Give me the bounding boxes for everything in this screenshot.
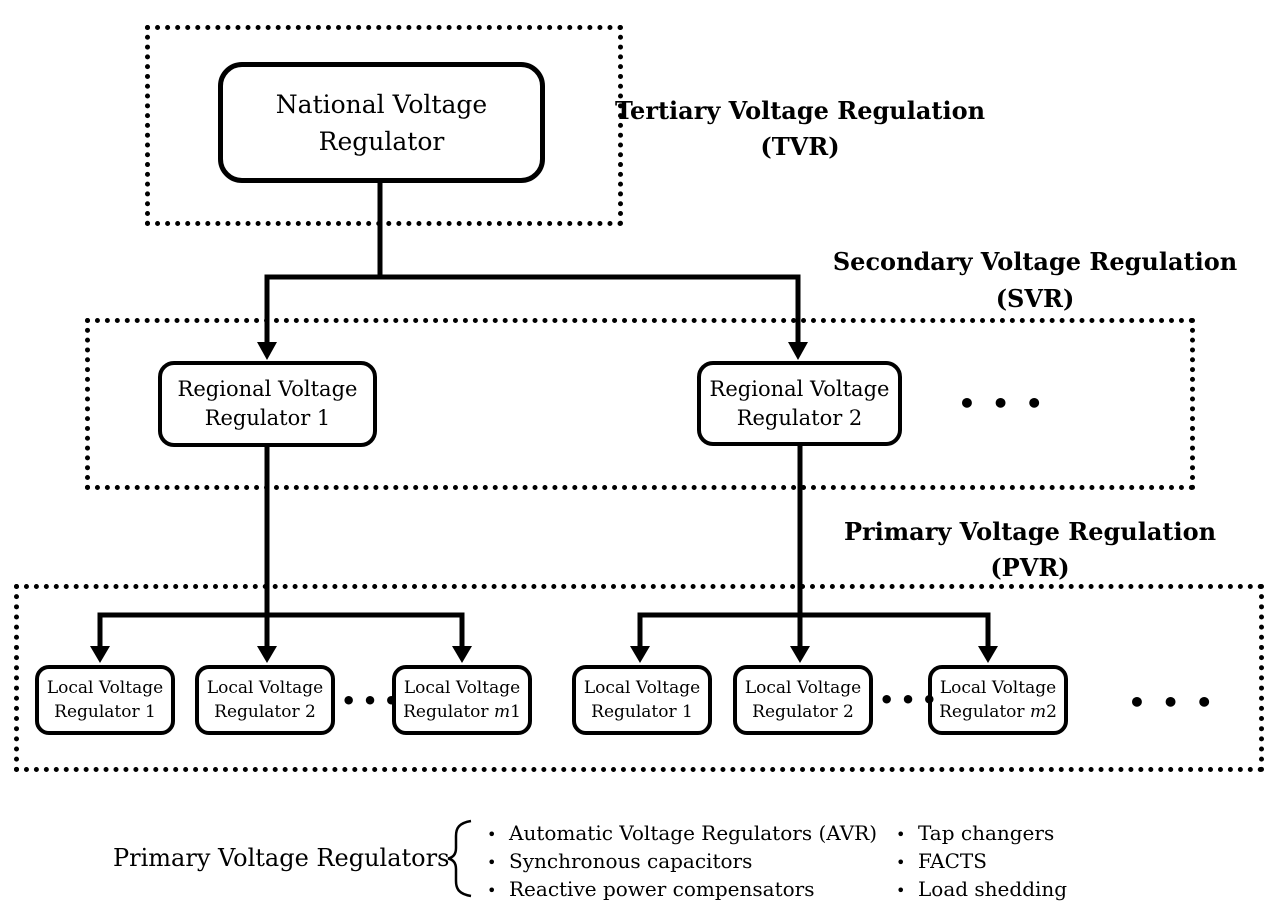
arrow-down-icon [630, 646, 650, 663]
svr-level-title: Secondary Voltage Regulation (SVR) [825, 243, 1245, 317]
legend-item-text: Tap changers [918, 821, 1055, 845]
pvr-title-line1: Primary Voltage Regulation [843, 517, 1217, 546]
pvr-dotted-region [14, 584, 1264, 772]
legend-item-text: FACTS [918, 849, 987, 873]
ellipsis-more-local-groups: • • • [1128, 686, 1217, 719]
legend-item: • Reactive power compensators [487, 875, 887, 903]
ellipsis-more-regional-regulators: • • • [958, 387, 1047, 420]
node-text-line1: Local Voltage [403, 678, 521, 698]
legend-item-text: Synchronous capacitors [509, 849, 753, 873]
arrowheads [90, 342, 998, 663]
pvr-title-line2: (PVR) [990, 553, 1070, 582]
node-text-line1: Local Voltage [583, 678, 701, 698]
node-text-line2: Regulator 2 [736, 405, 863, 430]
ellipsis-more-locals-group2: ••• [879, 686, 944, 714]
pvr-level-title: Primary Voltage Regulation (PVR) [820, 514, 1240, 586]
node-text-suffix: 2 [1046, 702, 1057, 722]
node-text-line2: Regulator 1 [54, 702, 156, 722]
node-text-prefix: Regulator [939, 702, 1030, 722]
node-text-line2: Regulator 1 [204, 406, 331, 430]
legend-title: Primary Voltage Regulators [113, 844, 450, 872]
connector-group [97, 180, 991, 647]
arrow-down-icon [257, 342, 277, 360]
bullet-icon: • [487, 881, 497, 900]
node-text-prefix: Regulator [403, 702, 494, 722]
tvr-title-line2: (TVR) [760, 132, 840, 161]
node-text-line1: Local Voltage [206, 678, 324, 698]
node-text-line1: Local Voltage [939, 678, 1057, 698]
node-local-voltage-regulator-m2: Local Voltage Regulator m2 [928, 665, 1068, 735]
tvr-title-line1: Tertiary Voltage Regulation [614, 96, 986, 125]
node-text-line2: Regulator 2 [752, 702, 854, 722]
node-text-line2: Regulator m1 [403, 700, 521, 724]
legend-item-text: Automatic Voltage Regulators (AVR) [509, 821, 877, 845]
node-regional-voltage-regulator-1: Regional Voltage Regulator 1 [158, 361, 377, 447]
node-text-line2: Regulator 1 [591, 702, 693, 722]
node-text-line2: Regulator 2 [214, 702, 316, 722]
node-text-variable-m: m [1029, 702, 1047, 722]
svr-title-line1: Secondary Voltage Regulation [832, 247, 1238, 276]
tvr-dotted-region [145, 25, 623, 226]
arrow-down-icon [978, 646, 998, 663]
node-local-voltage-regulator-m1: Local Voltage Regulator m1 [392, 665, 532, 735]
node-regional-voltage-regulator-2: Regional Voltage Regulator 2 [697, 361, 902, 446]
legend-item: • Load shedding [896, 875, 1196, 903]
svr-dotted-region [85, 318, 1195, 490]
node-local-voltage-regulator-2a: Local Voltage Regulator 2 [195, 665, 335, 735]
ellipsis-more-locals-group1: ••• [341, 687, 406, 715]
node-text-line1: Local Voltage [744, 678, 862, 698]
node-local-voltage-regulator-1a: Local Voltage Regulator 1 [35, 665, 175, 735]
legend-brace-icon [447, 819, 472, 898]
bullet-icon: • [487, 853, 497, 872]
node-text-line1: Regional Voltage [709, 376, 890, 401]
arrow-down-icon [452, 646, 472, 663]
node-local-voltage-regulator-1b: Local Voltage Regulator 1 [572, 665, 712, 735]
node-text-variable-m: m [493, 702, 511, 722]
legend-item-text: Load shedding [918, 877, 1068, 901]
node-text-line2: Regulator [318, 126, 445, 156]
legend-column-2: • Tap changers • FACTS • Load shedding [896, 819, 1196, 903]
bullet-icon: • [896, 825, 906, 844]
legend-column-1: • Automatic Voltage Regulators (AVR) • S… [487, 819, 887, 903]
legend-item: • Automatic Voltage Regulators (AVR) [487, 819, 887, 847]
bullet-icon: • [487, 825, 497, 844]
legend-item: • FACTS [896, 847, 1196, 875]
node-local-voltage-regulator-2b: Local Voltage Regulator 2 [733, 665, 873, 735]
bullet-icon: • [896, 881, 906, 900]
tvr-level-title: Tertiary Voltage Regulation (TVR) [590, 93, 1010, 165]
arrow-down-icon [257, 646, 277, 663]
node-text-line2: Regulator m2 [939, 700, 1057, 724]
bullet-icon: • [896, 853, 906, 872]
legend-item: • Tap changers [896, 819, 1196, 847]
svr-title-line2: (SVR) [995, 284, 1075, 313]
arrow-down-icon [788, 342, 808, 360]
node-text-line1: Local Voltage [46, 678, 164, 698]
node-text-line1: Regional Voltage [177, 377, 358, 401]
legend-item-text: Reactive power compensators [509, 877, 815, 901]
legend-item: • Synchronous capacitors [487, 847, 887, 875]
arrow-down-icon [90, 646, 110, 663]
node-text-suffix: 1 [510, 702, 521, 722]
node-text-line1: National Voltage [275, 89, 488, 119]
node-national-voltage-regulator: National Voltage Regulator [218, 62, 545, 183]
arrow-down-icon [790, 646, 810, 663]
